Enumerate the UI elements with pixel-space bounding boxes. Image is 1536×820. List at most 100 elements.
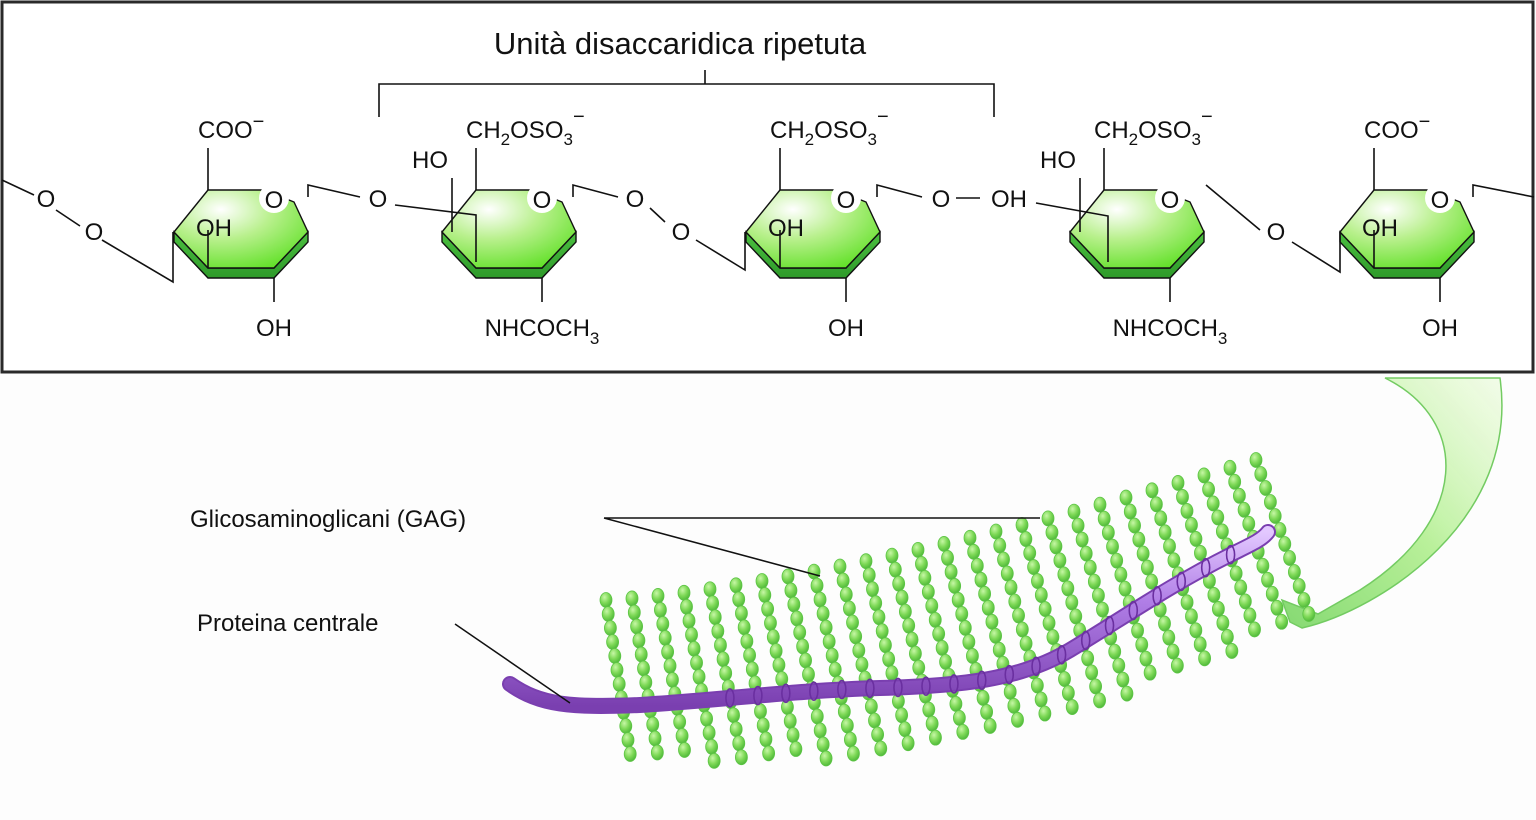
gag-bead bbox=[1128, 517, 1141, 534]
core-protein bbox=[502, 524, 1276, 714]
gag-bead bbox=[1030, 677, 1044, 694]
gag-bead bbox=[648, 730, 662, 747]
gag-label: Glicosaminoglicani (GAG) bbox=[190, 506, 466, 533]
gag-bead bbox=[1097, 510, 1111, 527]
ring-hydroxyl: OH bbox=[196, 215, 232, 242]
gag-bead bbox=[1007, 697, 1021, 714]
protein-coil bbox=[976, 670, 987, 691]
gag-chain bbox=[1119, 489, 1184, 674]
gag-bead bbox=[1297, 592, 1311, 608]
gag-bead bbox=[1207, 587, 1221, 603]
core-protein-leader bbox=[454, 623, 571, 704]
gag-bead bbox=[1101, 524, 1115, 541]
gag-bead bbox=[935, 639, 949, 656]
linker-o: O bbox=[672, 219, 691, 246]
gag-bead bbox=[1193, 636, 1207, 653]
gag-bead bbox=[734, 749, 748, 766]
ring-oxygen: O bbox=[837, 187, 856, 214]
bottom-substituent: OH bbox=[828, 315, 864, 342]
gag-bead bbox=[740, 633, 754, 650]
gag-bead bbox=[729, 577, 743, 594]
gag-bead bbox=[1141, 559, 1154, 576]
gag-bead bbox=[1275, 613, 1289, 630]
gag-bead bbox=[1249, 452, 1263, 468]
gag-bead bbox=[692, 668, 706, 685]
gag-bead bbox=[1027, 559, 1040, 575]
gag-bead bbox=[1278, 536, 1292, 552]
linker-o: O bbox=[37, 186, 56, 213]
linker-o: O bbox=[369, 186, 388, 213]
gag-bead bbox=[875, 623, 889, 640]
gag-chain bbox=[989, 523, 1052, 722]
gag-bead bbox=[678, 742, 691, 758]
gag-bead bbox=[855, 656, 869, 673]
gag-bead bbox=[1170, 657, 1184, 674]
gag-bead bbox=[1154, 510, 1168, 527]
gag-bead bbox=[783, 713, 797, 729]
gag-bead bbox=[839, 586, 853, 603]
gag-bead bbox=[1162, 629, 1176, 646]
gag-bead bbox=[948, 578, 962, 594]
gag-bead bbox=[1242, 515, 1256, 532]
gag-bead bbox=[1053, 552, 1067, 569]
gag-bead bbox=[1149, 496, 1163, 513]
protein-coil bbox=[753, 685, 763, 706]
gag-bead bbox=[922, 701, 936, 718]
gag-bead bbox=[813, 591, 827, 608]
gag-bead bbox=[1158, 615, 1171, 632]
gag-bead bbox=[606, 634, 619, 650]
gag-chain bbox=[1197, 467, 1261, 638]
gag-bead bbox=[1264, 494, 1277, 510]
protein-coil bbox=[1004, 664, 1015, 685]
gag-bead bbox=[1011, 711, 1024, 728]
gag-bead bbox=[727, 707, 740, 724]
gag-bead bbox=[967, 543, 981, 560]
ring-oxygen-gap bbox=[1155, 183, 1185, 213]
gag-bead bbox=[1087, 573, 1101, 590]
gag-bead bbox=[1015, 621, 1029, 638]
gag-bead bbox=[677, 584, 691, 601]
gag-bead bbox=[1057, 566, 1071, 583]
gag-bead bbox=[833, 558, 847, 575]
gag-bead bbox=[871, 726, 885, 743]
gag-bead bbox=[810, 708, 824, 725]
gag-bead bbox=[1034, 691, 1048, 708]
gag-bead bbox=[789, 741, 803, 757]
linker-o: O bbox=[626, 186, 645, 213]
gag-bead bbox=[843, 600, 856, 617]
protein-coil bbox=[837, 679, 847, 700]
gag-bead bbox=[1176, 489, 1189, 505]
protein-coil bbox=[1104, 615, 1115, 636]
gag-bead bbox=[729, 721, 743, 738]
gag-bead bbox=[902, 617, 916, 634]
gag-bead bbox=[1106, 538, 1119, 555]
gag-chain bbox=[1015, 517, 1079, 715]
gag-bead bbox=[874, 740, 888, 757]
gag-chain bbox=[1093, 496, 1157, 681]
gag-bead bbox=[1180, 503, 1194, 519]
core-protein-highlight bbox=[504, 526, 1274, 712]
gag-bead bbox=[1232, 487, 1246, 504]
gag-bead bbox=[1085, 664, 1099, 681]
ring-oxygen-gap bbox=[259, 183, 289, 213]
gag-bead bbox=[784, 582, 798, 599]
gag-bead bbox=[1067, 503, 1081, 520]
ring-oxygen-gap bbox=[831, 183, 861, 213]
gag-bead bbox=[716, 651, 730, 668]
gag-bead bbox=[882, 651, 896, 668]
gag-bead bbox=[781, 568, 795, 585]
gag-bead bbox=[862, 567, 876, 584]
gag-bead bbox=[1143, 664, 1157, 681]
gag-bead bbox=[646, 716, 660, 733]
gag-bead bbox=[1237, 501, 1251, 518]
gag-bead bbox=[1215, 523, 1229, 540]
gag-bead bbox=[989, 627, 1002, 644]
protein-coil bbox=[949, 674, 959, 694]
gag-bead bbox=[1114, 566, 1128, 583]
gag-bead bbox=[799, 652, 812, 669]
gag-bead bbox=[601, 606, 615, 622]
gag-bead bbox=[939, 653, 952, 670]
gag-bead bbox=[1108, 643, 1122, 660]
gag-bead bbox=[918, 569, 932, 586]
ring-oxygen: O bbox=[1431, 187, 1450, 214]
